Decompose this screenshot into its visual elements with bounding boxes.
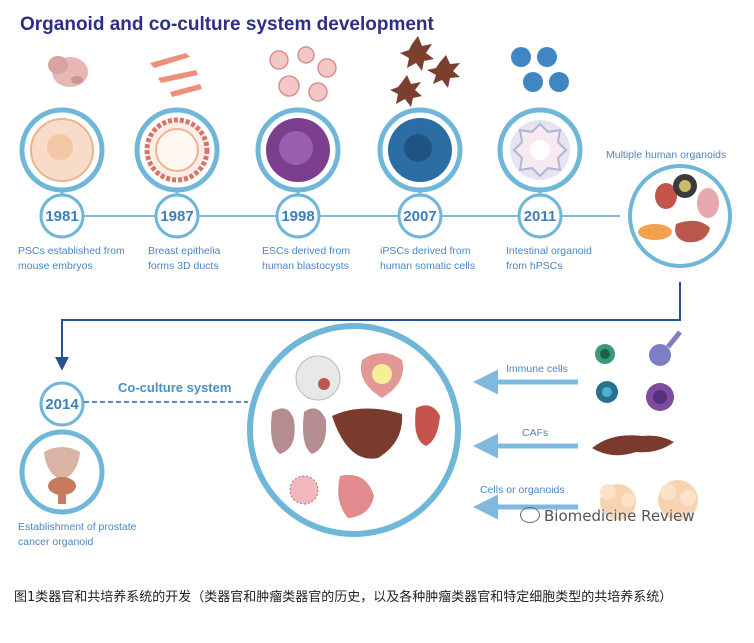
prostate-circle [19, 429, 105, 515]
year-1987: 1987 [160, 208, 193, 225]
year-2014: 2014 [45, 396, 79, 413]
cell-circle-1998 [255, 107, 341, 193]
year-1981: 1981 [45, 208, 78, 225]
cell-circle-1987 [134, 107, 220, 193]
watermark: Biomedicine Review [520, 507, 695, 525]
cell-circle-2011 [497, 107, 583, 193]
flow-arrow [55, 282, 681, 371]
wechat-icon [520, 507, 540, 523]
timeline-diagram: 1981 1987 1998 2007 2011 2014 [19, 36, 732, 537]
year-2007: 2007 [403, 208, 436, 225]
blastocyst-cells-icon [269, 46, 337, 102]
cells-organoids-label: Cells or organoids [480, 484, 565, 496]
embryo-icon [48, 56, 88, 87]
multiple-organoids-circle [628, 164, 732, 268]
coculture-system-label: Co-culture system [118, 380, 231, 395]
multiple-organoids-label: Multiple human organoids [606, 149, 726, 161]
immune-cells-label: Immune cells [506, 363, 568, 375]
intestinal-cells-icon [511, 47, 569, 92]
year-1998: 1998 [281, 208, 314, 225]
figure-title: Organoid and co-culture system developme… [20, 14, 434, 35]
cells-organoids-icon [600, 480, 698, 520]
caf-icon [592, 435, 674, 456]
year-2011: 2011 [524, 208, 557, 225]
cell-circle-2007 [377, 107, 463, 193]
cafs-label: CAFs [522, 427, 548, 439]
epithelial-cells-icon [150, 53, 202, 97]
immune-cells-icon [595, 330, 682, 411]
figure-caption: 图1类器官和共培养系统的开发（类器官和肿瘤类器官的历史，以及各种肿瘤类器官和特定… [14, 590, 673, 605]
ips-cells-icon [390, 36, 460, 107]
cell-circle-1981 [19, 107, 105, 193]
coculture-circle [247, 323, 461, 537]
year-badges [39, 193, 563, 427]
